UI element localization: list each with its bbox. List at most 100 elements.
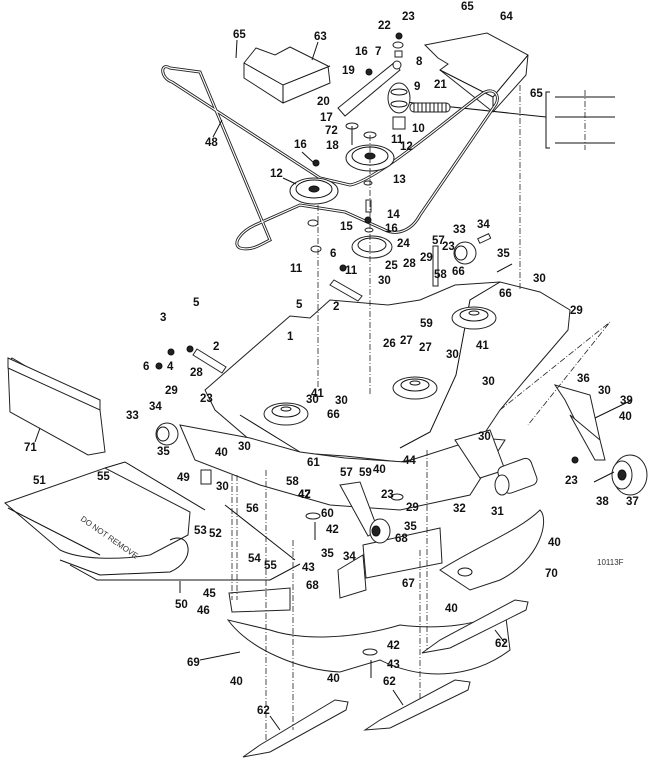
callout-14: 14 bbox=[387, 209, 400, 221]
callout-57: 57 bbox=[340, 467, 353, 479]
pivot-arm-2-left bbox=[155, 345, 227, 374]
callout-40: 40 bbox=[548, 537, 561, 549]
callout-29: 29 bbox=[420, 252, 433, 264]
callout-66: 66 bbox=[499, 288, 512, 300]
callout-47: 47 bbox=[298, 489, 311, 501]
washer-22 bbox=[392, 41, 404, 49]
callout-9: 9 bbox=[414, 81, 420, 93]
callout-68: 68 bbox=[306, 580, 319, 592]
callout-42: 42 bbox=[326, 524, 339, 536]
idler-arm-60 bbox=[339, 481, 391, 544]
callout-2: 2 bbox=[333, 301, 339, 313]
washer-13 bbox=[363, 180, 373, 186]
bolt-35-top bbox=[496, 263, 513, 273]
rod-54 bbox=[224, 504, 296, 561]
callout-23: 23 bbox=[200, 393, 213, 405]
idler-arm-7 bbox=[337, 60, 402, 117]
nut-23-caster bbox=[571, 456, 579, 464]
callout-34: 34 bbox=[343, 551, 356, 563]
nut-23 bbox=[395, 32, 403, 40]
callout-6: 6 bbox=[330, 248, 336, 260]
callout-66: 66 bbox=[452, 266, 465, 278]
assembly-guide bbox=[499, 321, 611, 426]
washer-44 bbox=[390, 493, 404, 501]
blade-62-right bbox=[421, 599, 529, 654]
callout-41: 41 bbox=[476, 340, 489, 352]
callout-35: 35 bbox=[404, 521, 417, 533]
figure-id: 10113F bbox=[597, 558, 624, 567]
nut-16-top bbox=[365, 68, 373, 76]
callout-51: 51 bbox=[33, 475, 46, 487]
callout-16: 16 bbox=[294, 139, 307, 151]
callout-1: 1 bbox=[287, 331, 294, 343]
callout-68: 68 bbox=[395, 533, 408, 545]
spindle-41-right bbox=[451, 306, 497, 330]
callout-33: 33 bbox=[126, 410, 139, 422]
callout-38: 38 bbox=[596, 496, 609, 508]
callout-33: 33 bbox=[453, 224, 466, 236]
callout-40: 40 bbox=[619, 411, 632, 423]
callout-11: 11 bbox=[290, 263, 303, 275]
belt-48 bbox=[161, 65, 499, 251]
bushing-8 bbox=[394, 50, 403, 58]
callout-24: 24 bbox=[397, 238, 410, 250]
callout-6: 6 bbox=[143, 361, 149, 373]
blade-62-center bbox=[363, 679, 471, 731]
callout-37: 37 bbox=[626, 496, 639, 508]
callout-30: 30 bbox=[216, 481, 229, 493]
idler-pulley-9 bbox=[387, 82, 411, 114]
blade-62-left bbox=[242, 699, 349, 758]
callout-65: 65 bbox=[233, 29, 246, 41]
callout-50: 50 bbox=[175, 599, 188, 611]
nut-15 bbox=[364, 216, 372, 224]
leader-lines bbox=[34, 39, 506, 731]
callout-7: 7 bbox=[375, 46, 381, 58]
callout-34: 34 bbox=[149, 401, 162, 413]
callout-23: 23 bbox=[442, 241, 455, 253]
caster-wheel-37 bbox=[611, 454, 648, 496]
callout-16: 16 bbox=[385, 223, 398, 235]
callout-23: 23 bbox=[381, 489, 394, 501]
callout-35: 35 bbox=[497, 248, 510, 260]
callout-29: 29 bbox=[165, 385, 178, 397]
callout-65: 65 bbox=[530, 88, 543, 100]
chain-57 bbox=[432, 245, 439, 287]
callout-20: 20 bbox=[317, 96, 330, 108]
callout-40: 40 bbox=[373, 464, 386, 476]
callout-8: 8 bbox=[416, 56, 423, 68]
callout-28: 28 bbox=[403, 258, 416, 270]
callout-72: 72 bbox=[325, 125, 338, 137]
discharge-chute-51: DO NOT REMOVE bbox=[4, 461, 206, 576]
callout-43: 43 bbox=[302, 562, 315, 574]
callout-39: 39 bbox=[620, 395, 633, 407]
callout-27: 27 bbox=[419, 342, 432, 354]
callout-35: 35 bbox=[321, 548, 334, 560]
callout-56: 56 bbox=[246, 503, 259, 515]
assembly-lines bbox=[231, 85, 521, 740]
spacer-11-b bbox=[310, 245, 322, 253]
spacer-11-a bbox=[307, 219, 319, 227]
callout-30: 30 bbox=[482, 376, 495, 388]
callout-64: 64 bbox=[500, 11, 513, 23]
callout-49: 49 bbox=[177, 472, 190, 484]
callout-35: 35 bbox=[157, 446, 170, 458]
callout-58: 58 bbox=[286, 476, 299, 488]
callout-29: 29 bbox=[570, 305, 583, 317]
callout-12: 12 bbox=[270, 168, 283, 180]
callout-53: 53 bbox=[194, 525, 207, 537]
bracket-45 bbox=[228, 587, 291, 613]
callout-10: 10 bbox=[412, 123, 425, 135]
roller-31 bbox=[494, 457, 538, 496]
callout-63: 63 bbox=[314, 31, 327, 43]
idler-pulley-24 bbox=[351, 235, 393, 259]
callout-18: 18 bbox=[326, 140, 339, 152]
callout-29: 29 bbox=[406, 502, 419, 514]
callout-40: 40 bbox=[445, 603, 458, 615]
belt-cover-64 bbox=[423, 32, 529, 113]
bolt-10 bbox=[392, 116, 406, 130]
callout-5: 5 bbox=[296, 299, 303, 311]
callout-67: 67 bbox=[402, 578, 415, 590]
callout-15: 15 bbox=[340, 221, 353, 233]
callout-57: 57 bbox=[432, 235, 445, 247]
